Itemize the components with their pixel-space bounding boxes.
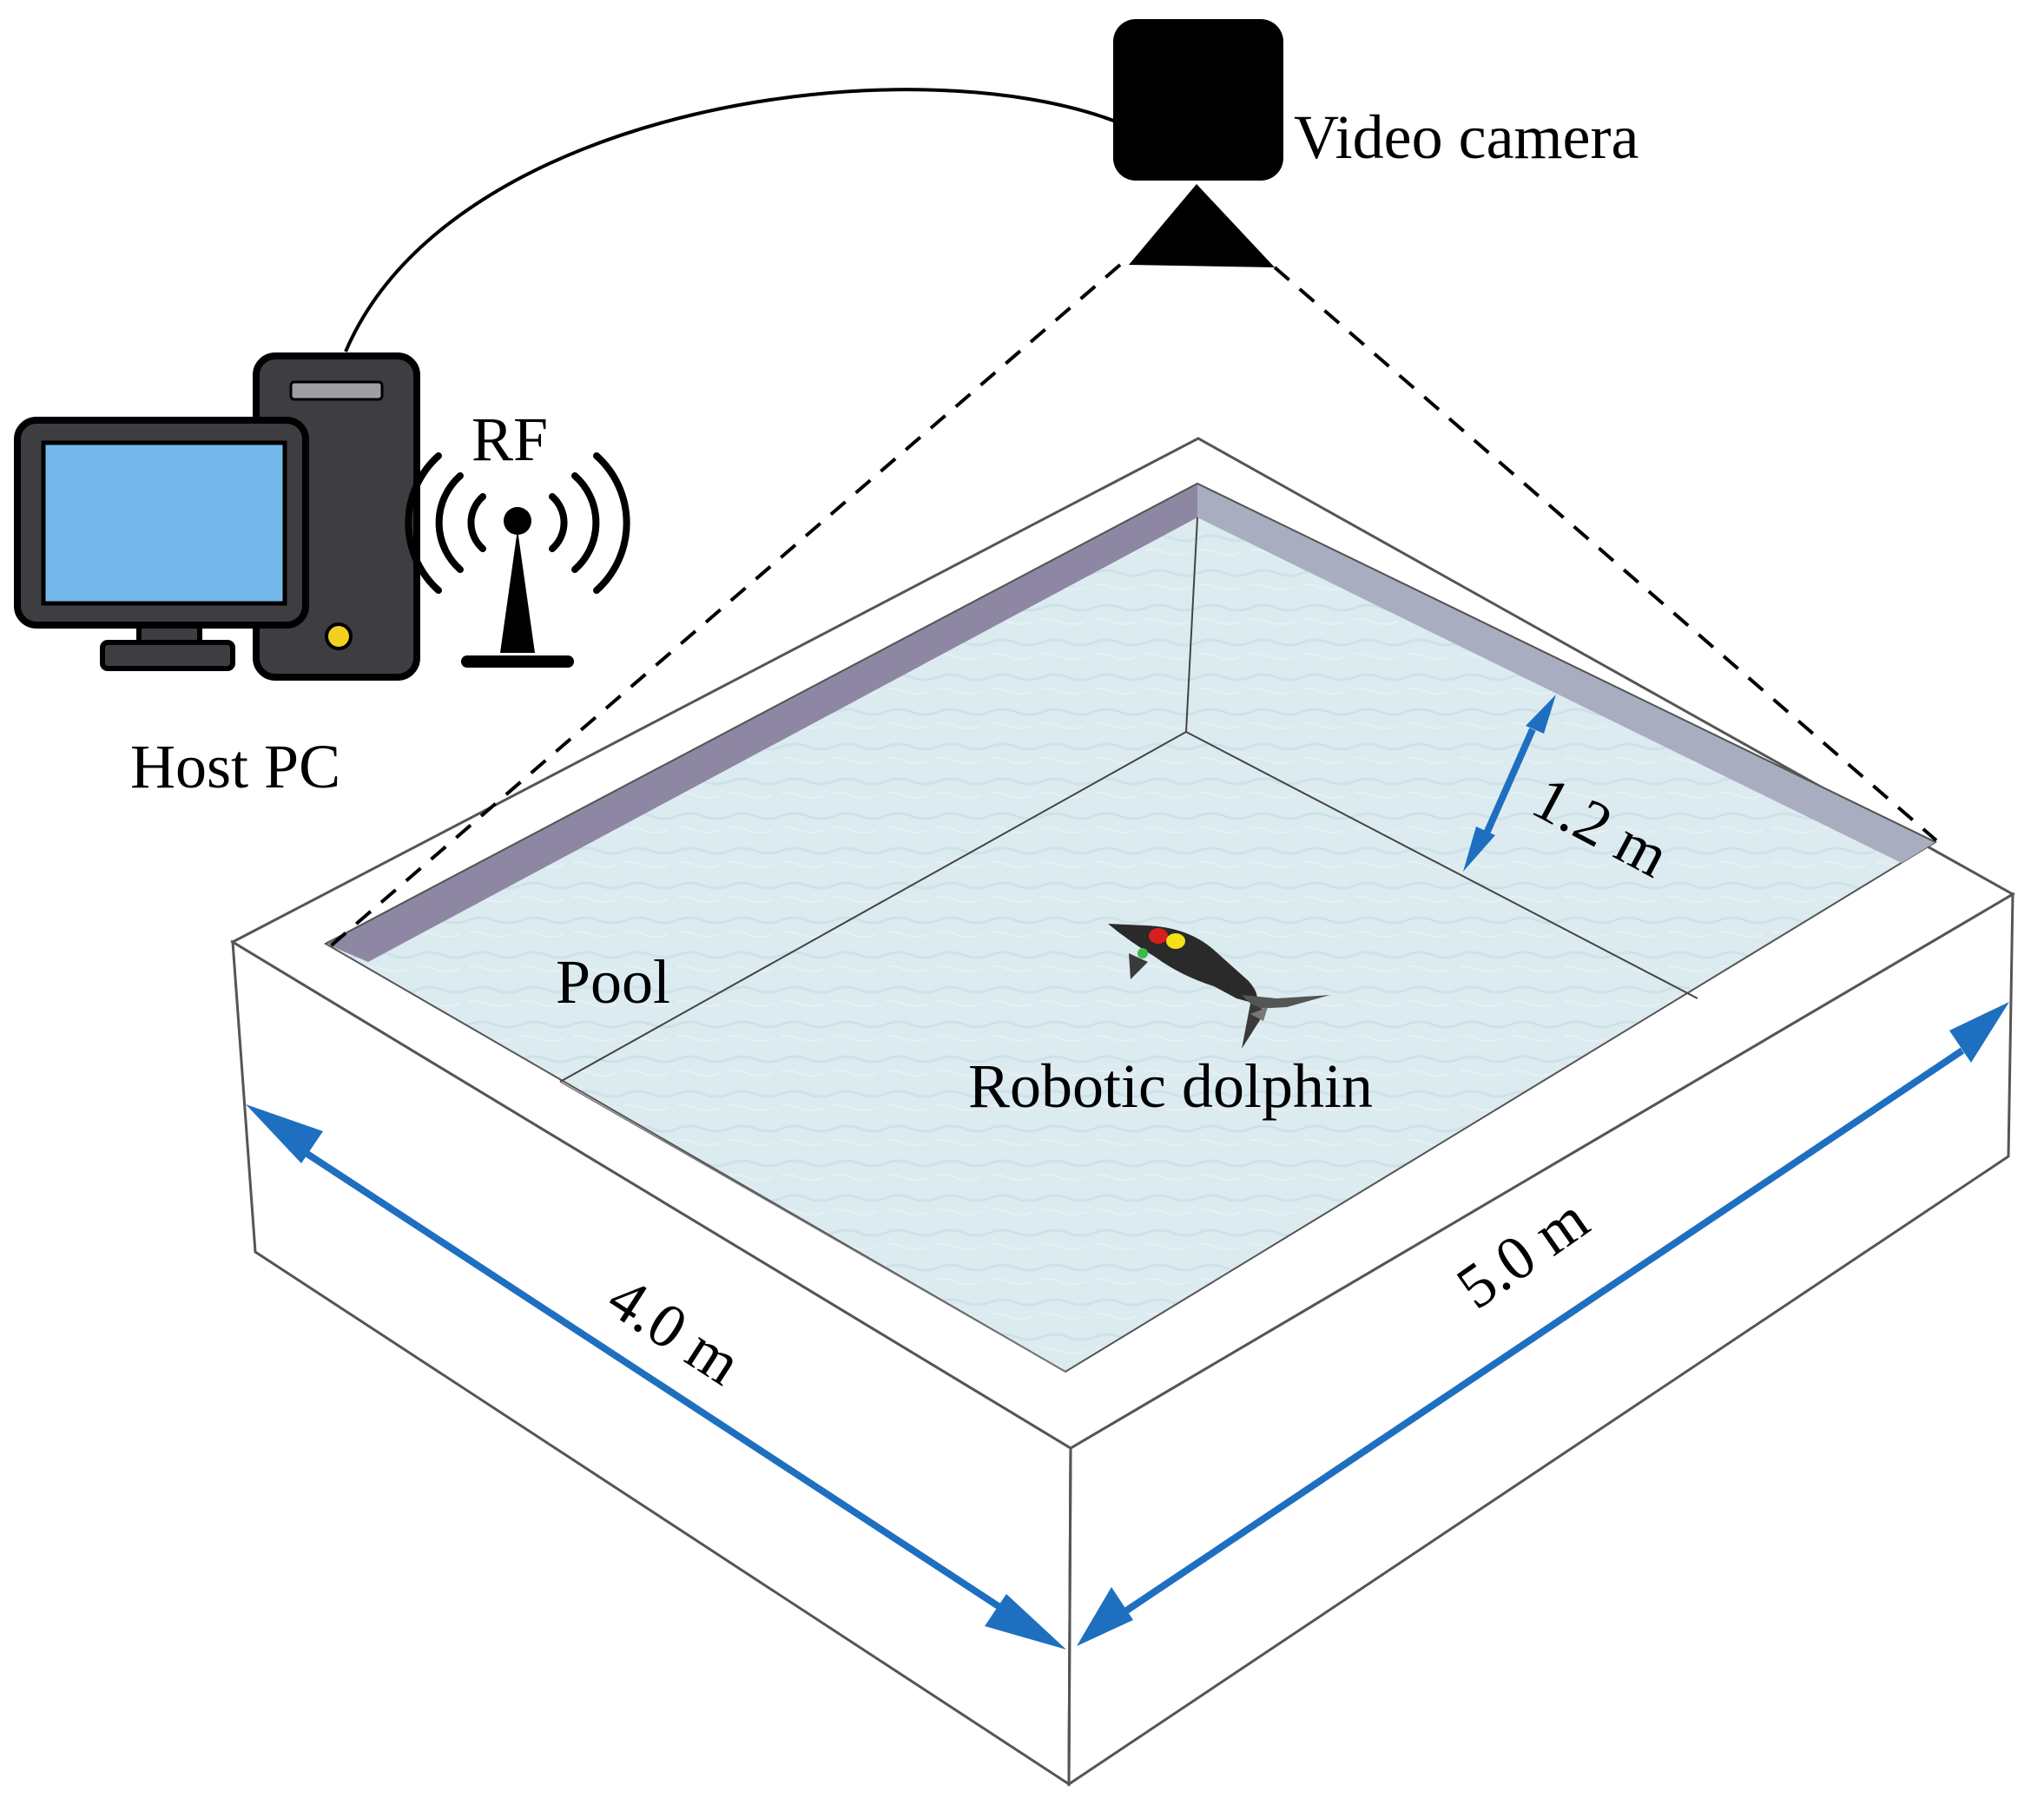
width-arrow-head-right	[985, 1594, 1066, 1650]
pool-floor-edge-right	[1185, 731, 1698, 999]
fov-line-left	[326, 263, 1122, 950]
dolphin-marker-green	[1137, 948, 1148, 958]
video-camera-label: Video camera	[1294, 102, 1638, 172]
width-arrow-head-left	[246, 1104, 323, 1163]
pool-label: Pool	[556, 947, 670, 1017]
pool-inner-wall-right	[1197, 484, 1935, 863]
dimension-arrows	[246, 695, 2009, 1650]
host-pc-icon	[14, 352, 420, 681]
pool-corner-edge	[1185, 517, 1198, 733]
dolphin-marker-red	[1149, 928, 1168, 944]
pool-front-vertical-edge	[1067, 1447, 1072, 1785]
length-arrow-head-left	[1077, 1587, 1133, 1646]
pool-floor-edge-left	[559, 731, 1187, 1083]
depth-arrow-head-bottom	[1463, 827, 1495, 872]
pool-wall-edge	[1197, 483, 1936, 843]
width-arrow	[293, 1143, 1014, 1618]
pool-wall-edge	[325, 483, 1198, 945]
depth-arrow	[1483, 728, 1536, 835]
host-pc-label: Host PC	[130, 732, 340, 801]
video-camera-icon	[1113, 19, 1283, 267]
camera-cable	[344, 88, 1117, 352]
depth-arrow-head-top	[1526, 695, 1556, 734]
camera-field-of-view	[326, 263, 1938, 950]
dolphin-marker-yellow	[1166, 933, 1185, 949]
length-arrow	[1118, 1047, 1965, 1618]
pool-inner-wall-left	[326, 484, 1197, 962]
pc-power-led	[325, 622, 353, 650]
pc-monitor-screen	[41, 440, 287, 606]
pool-front-floor-edge	[559, 1081, 1066, 1373]
fov-line-right	[1273, 266, 1938, 842]
rf-label: RF	[471, 405, 548, 474]
rf-antenna-icon	[405, 452, 630, 668]
robotic-dolphin-icon	[1108, 924, 1330, 1049]
robotic-dolphin-label: Robotic dolphin	[968, 1051, 1373, 1121]
length-arrow-head-right	[1949, 1002, 2009, 1063]
